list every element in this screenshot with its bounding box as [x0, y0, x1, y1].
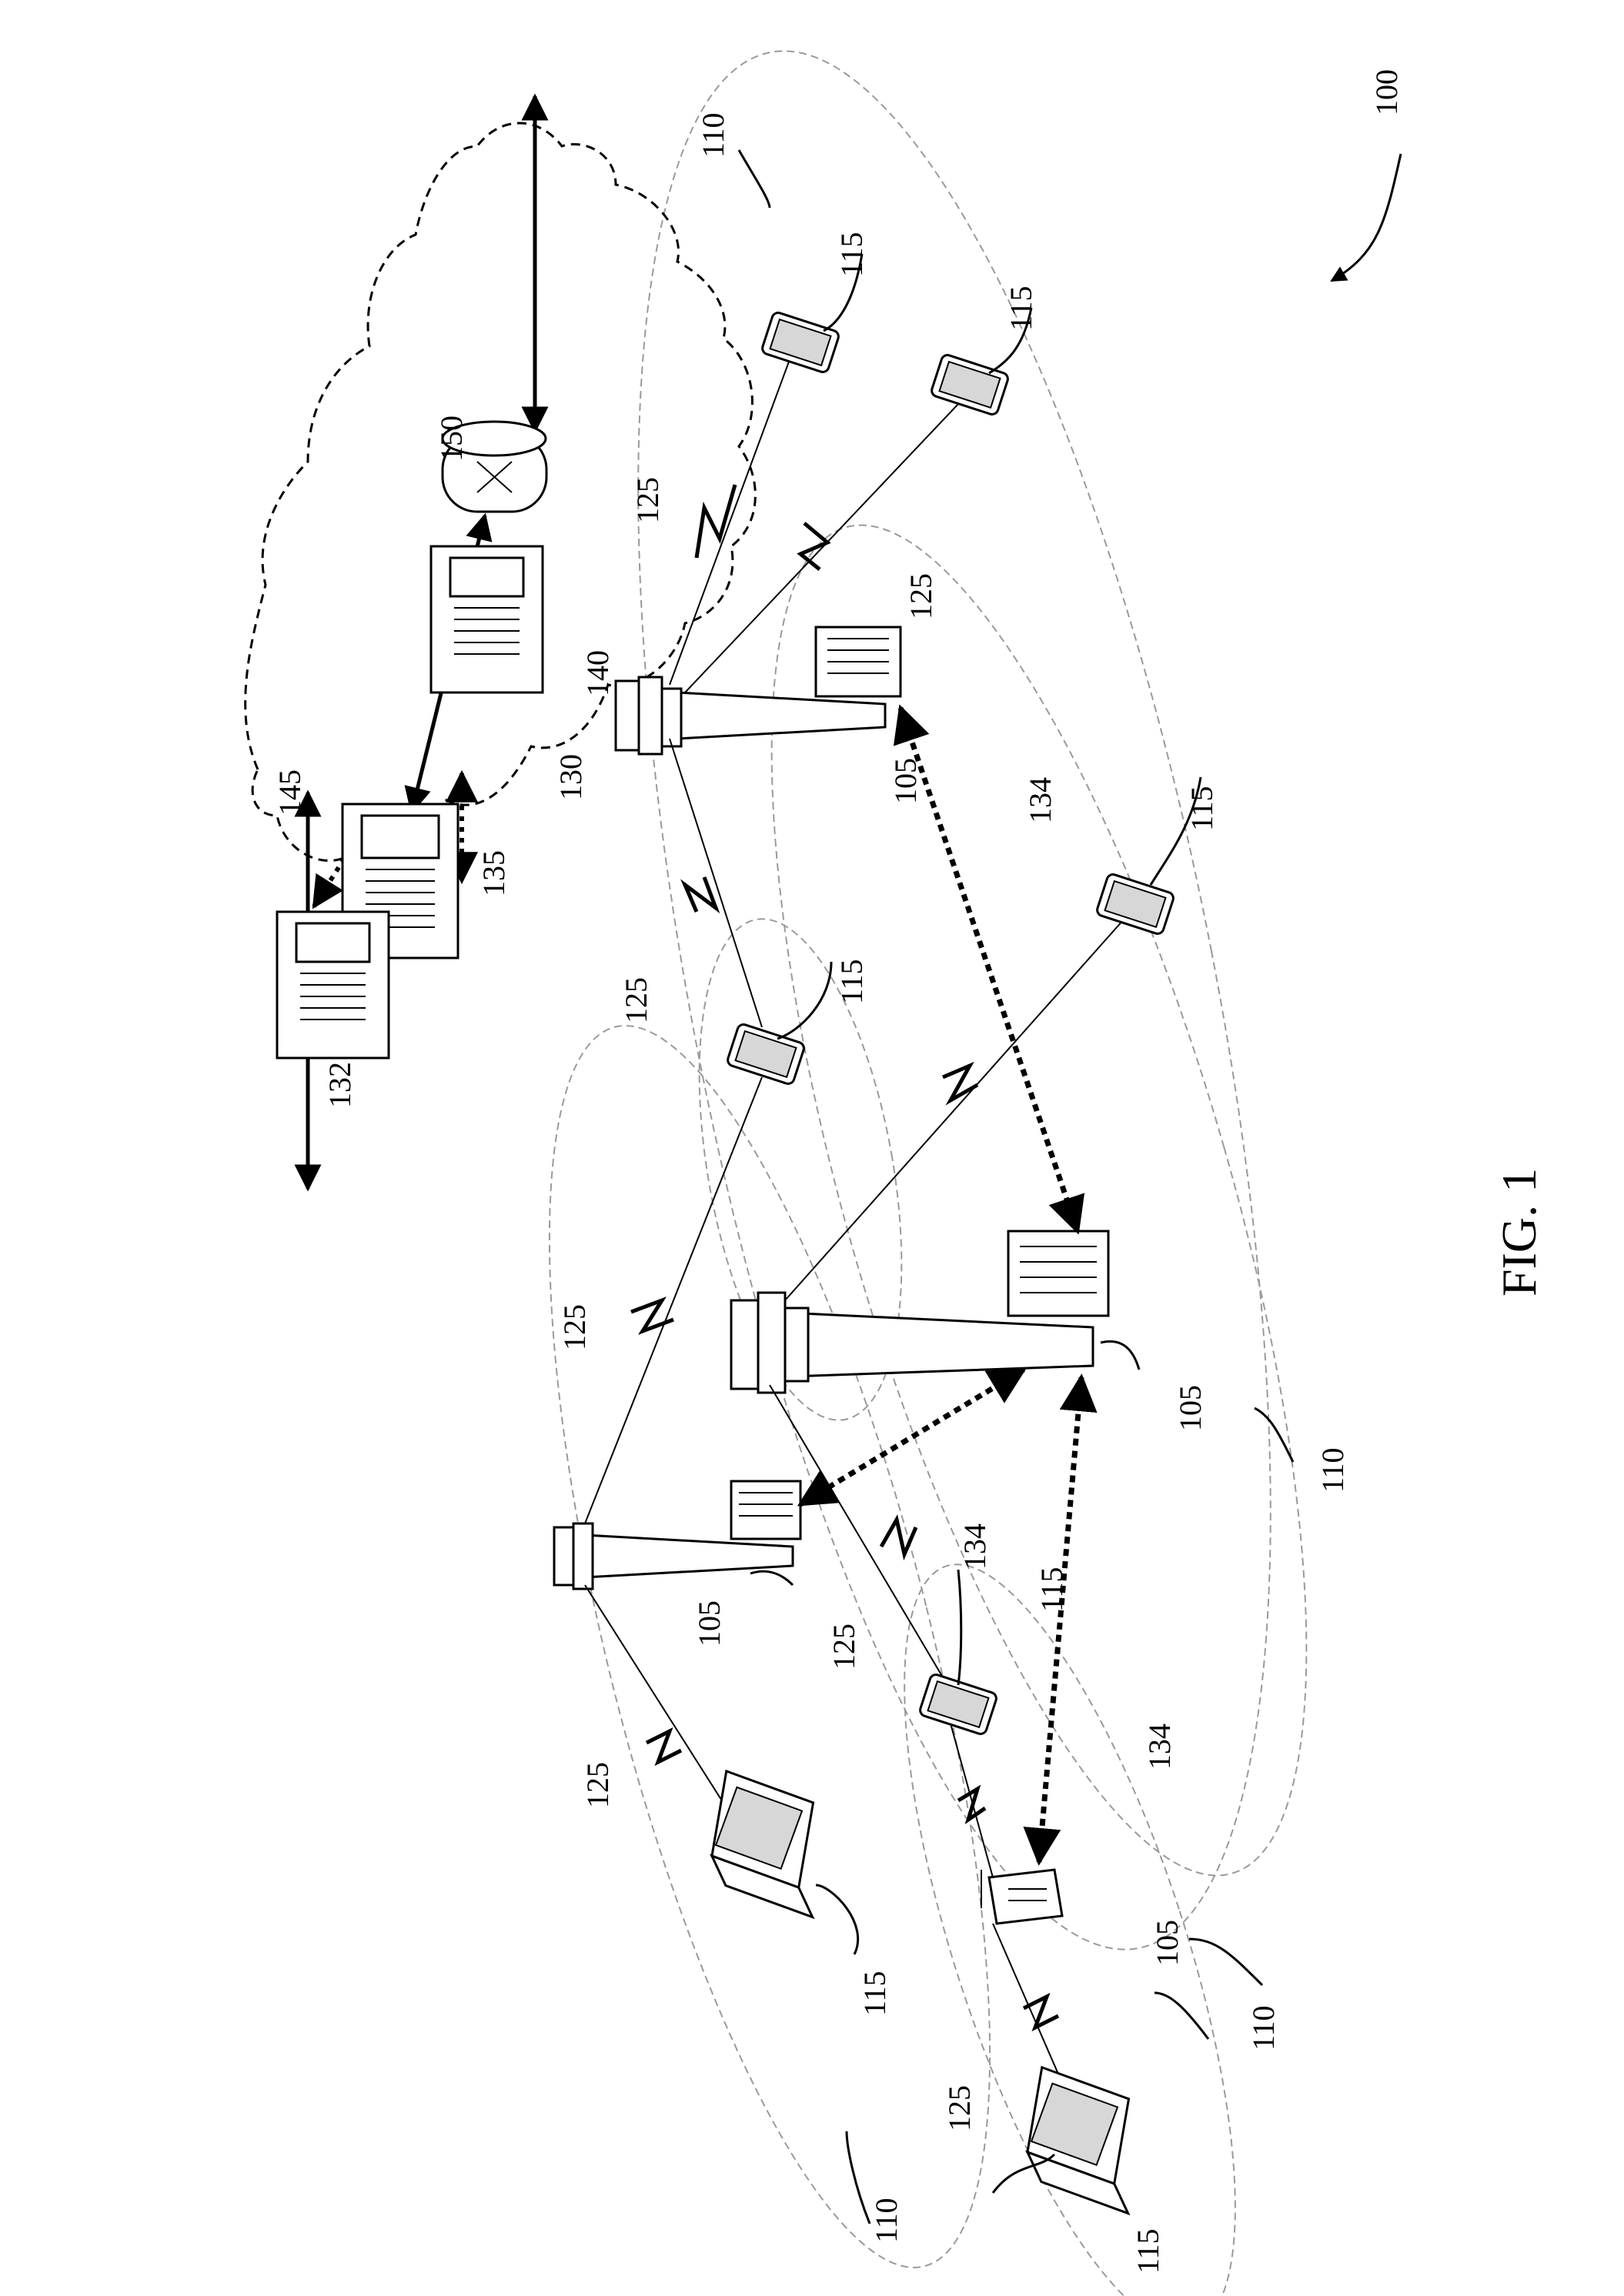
node-135 [277, 912, 389, 1058]
label-125-b: 125 [904, 573, 938, 619]
label-134-bottom: 134 [1142, 1724, 1177, 1770]
figure-label: FIG. 1 [1492, 1168, 1546, 1297]
label-150: 150 [434, 415, 469, 462]
ue-tablet-3 [1096, 873, 1175, 935]
coverage-area-left [458, 988, 1081, 2296]
label-110-top: 110 [696, 112, 730, 158]
label-115-b: 115 [1004, 285, 1038, 331]
label-110-bottom: 110 [869, 2198, 904, 2243]
label-125-g: 125 [942, 2085, 977, 2131]
label-132: 132 [322, 1062, 357, 1108]
base-station-small [981, 1870, 1062, 1924]
backhaul-link-bottom [1039, 1377, 1081, 1862]
label-140: 140 [580, 650, 615, 696]
label-125-d: 125 [557, 1304, 592, 1350]
leader-lines [739, 150, 1401, 2224]
ue-tablet-2 [931, 353, 1010, 415]
label-100: 100 [1369, 69, 1404, 115]
label-105-left: 105 [692, 1600, 727, 1647]
coverage-area-right [661, 474, 1417, 1926]
label-105-mid: 105 [1173, 1385, 1208, 1431]
ue-tablet-4 [727, 1023, 806, 1085]
base-station-middle [731, 1231, 1108, 1393]
ue-tablet-1 [761, 311, 840, 373]
ue-laptop-1 [690, 1771, 850, 1917]
label-115-c: 115 [1185, 786, 1219, 831]
label-125-e: 125 [827, 1624, 861, 1670]
label-125-c: 125 [619, 977, 653, 1023]
label-135: 135 [476, 850, 511, 896]
backhaul-link-middle [800, 1370, 1024, 1504]
label-115-a: 115 [834, 232, 869, 277]
label-125-f: 125 [580, 1762, 615, 1808]
label-105-small: 105 [1150, 1920, 1185, 1966]
label-115-laptop2: 115 [1131, 2228, 1165, 2274]
label-134-top: 134 [1023, 777, 1058, 823]
label-105-top: 105 [888, 758, 923, 804]
coverage-areas [458, 2, 1417, 2296]
label-130: 130 [553, 754, 588, 800]
label-115-laptop1: 115 [857, 1971, 892, 2016]
node-140 [431, 546, 543, 692]
label-110-mid: 110 [1315, 1447, 1350, 1493]
label-134-mid: 134 [957, 1523, 992, 1570]
label-145: 145 [272, 769, 307, 816]
base-station-left [554, 1481, 800, 1589]
label-110-lower: 110 [1246, 2005, 1281, 2051]
base-station-top [616, 627, 901, 754]
label-125-a: 125 [630, 477, 665, 523]
label-115-d: 115 [834, 959, 869, 1004]
label-115-e: 115 [1034, 1567, 1069, 1612]
reference-labels: 100 110 115 115 150 125 125 140 145 130 … [272, 69, 1546, 2274]
ue-laptop-2 [1005, 2067, 1165, 2214]
